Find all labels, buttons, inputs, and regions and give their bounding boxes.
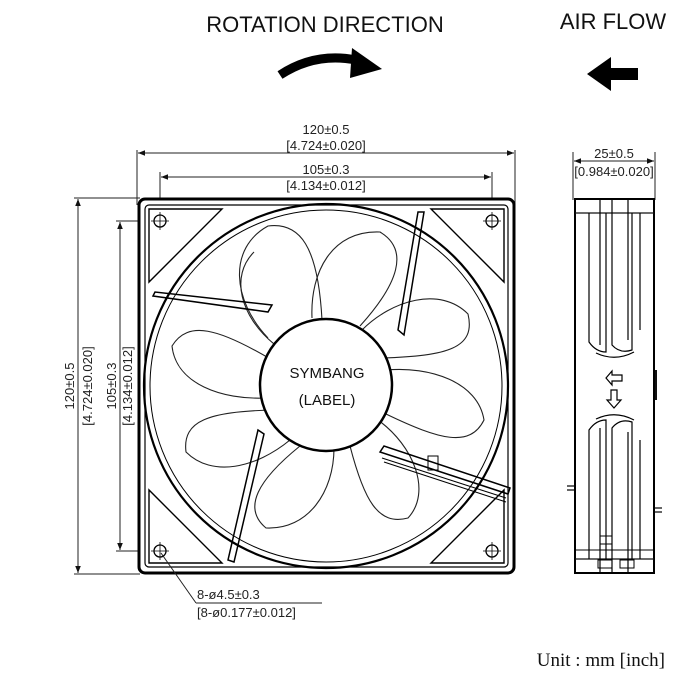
holes-mm: 8-ø4.5±0.3: [197, 587, 260, 602]
overall-height-in: [4.724±0.020]: [80, 346, 95, 425]
unit-note: Unit : mm [inch]: [537, 650, 665, 671]
hub-label-line1: SYMBANG: [289, 365, 364, 382]
air-flow-arrow-icon: [587, 57, 638, 91]
hole-span-height-mm: 105±0.3: [104, 363, 119, 410]
side-view-dimensions: [572, 152, 656, 200]
air-flow-title: AIR FLOW: [560, 9, 667, 34]
fan-side-view: [567, 198, 662, 574]
holes-in: [8-ø0.177±0.012]: [197, 605, 296, 620]
fan-front-view: [137, 197, 516, 575]
hole-span-width-in: [4.134±0.012]: [286, 178, 365, 193]
hub-label-line2: (LABEL): [299, 392, 356, 409]
hole-callout-leader: [160, 552, 322, 604]
overall-height-mm: 120±0.5: [62, 363, 77, 410]
hole-span-height-in: [4.134±0.012]: [120, 346, 135, 425]
hole-span-width-mm: 105±0.3: [303, 162, 350, 177]
overall-width-mm: 120±0.5: [303, 122, 350, 137]
rotation-direction-title: ROTATION DIRECTION: [206, 12, 444, 37]
thickness-in: [0.984±0.020]: [574, 164, 653, 179]
overall-width-in: [4.724±0.020]: [286, 138, 365, 153]
rotation-arrow-icon: [277, 48, 382, 79]
thickness-mm: 25±0.5: [594, 146, 634, 161]
